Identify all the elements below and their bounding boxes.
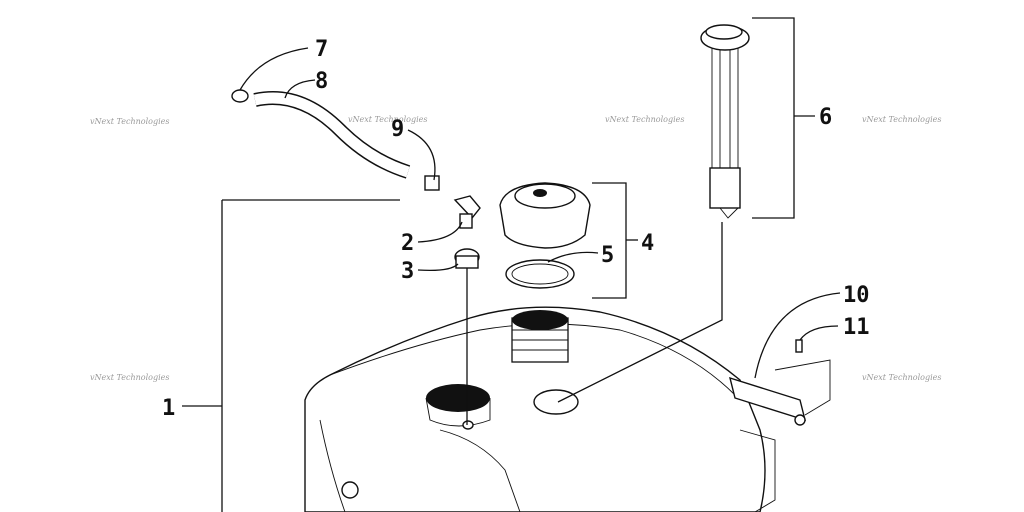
callout-9: 9: [391, 117, 404, 142]
mount-bracket: [729, 339, 831, 426]
fuel-gauge-sender: [700, 24, 750, 219]
watermark: vNext Technologies: [90, 373, 169, 382]
callout-10: 10: [843, 283, 870, 308]
callouts: 1 2 3 4 5 6 7 8 9 10 11: [162, 37, 870, 421]
callout-5: 5: [601, 243, 614, 268]
watermark: vNext Technologies: [605, 115, 684, 124]
callout-11: 11: [843, 315, 870, 340]
vent-hose-assembly: [231, 89, 481, 269]
callout-4: 4: [641, 231, 654, 256]
watermark: vNext Technologies: [862, 115, 941, 124]
fuel-tank: [304, 306, 776, 512]
watermark: vNext Technologies: [348, 115, 427, 124]
leader-lines: [182, 17, 841, 512]
callout-8: 8: [315, 69, 328, 94]
callout-1: 1: [162, 396, 175, 421]
watermark: vNext Technologies: [90, 117, 169, 126]
watermark: vNext Technologies: [862, 373, 941, 382]
callout-7: 7: [315, 37, 328, 62]
o-ring: [505, 259, 575, 289]
callout-6: 6: [819, 105, 832, 130]
callout-3: 3: [401, 259, 414, 284]
fuel-cap: [499, 182, 591, 249]
callout-2: 2: [401, 231, 414, 256]
